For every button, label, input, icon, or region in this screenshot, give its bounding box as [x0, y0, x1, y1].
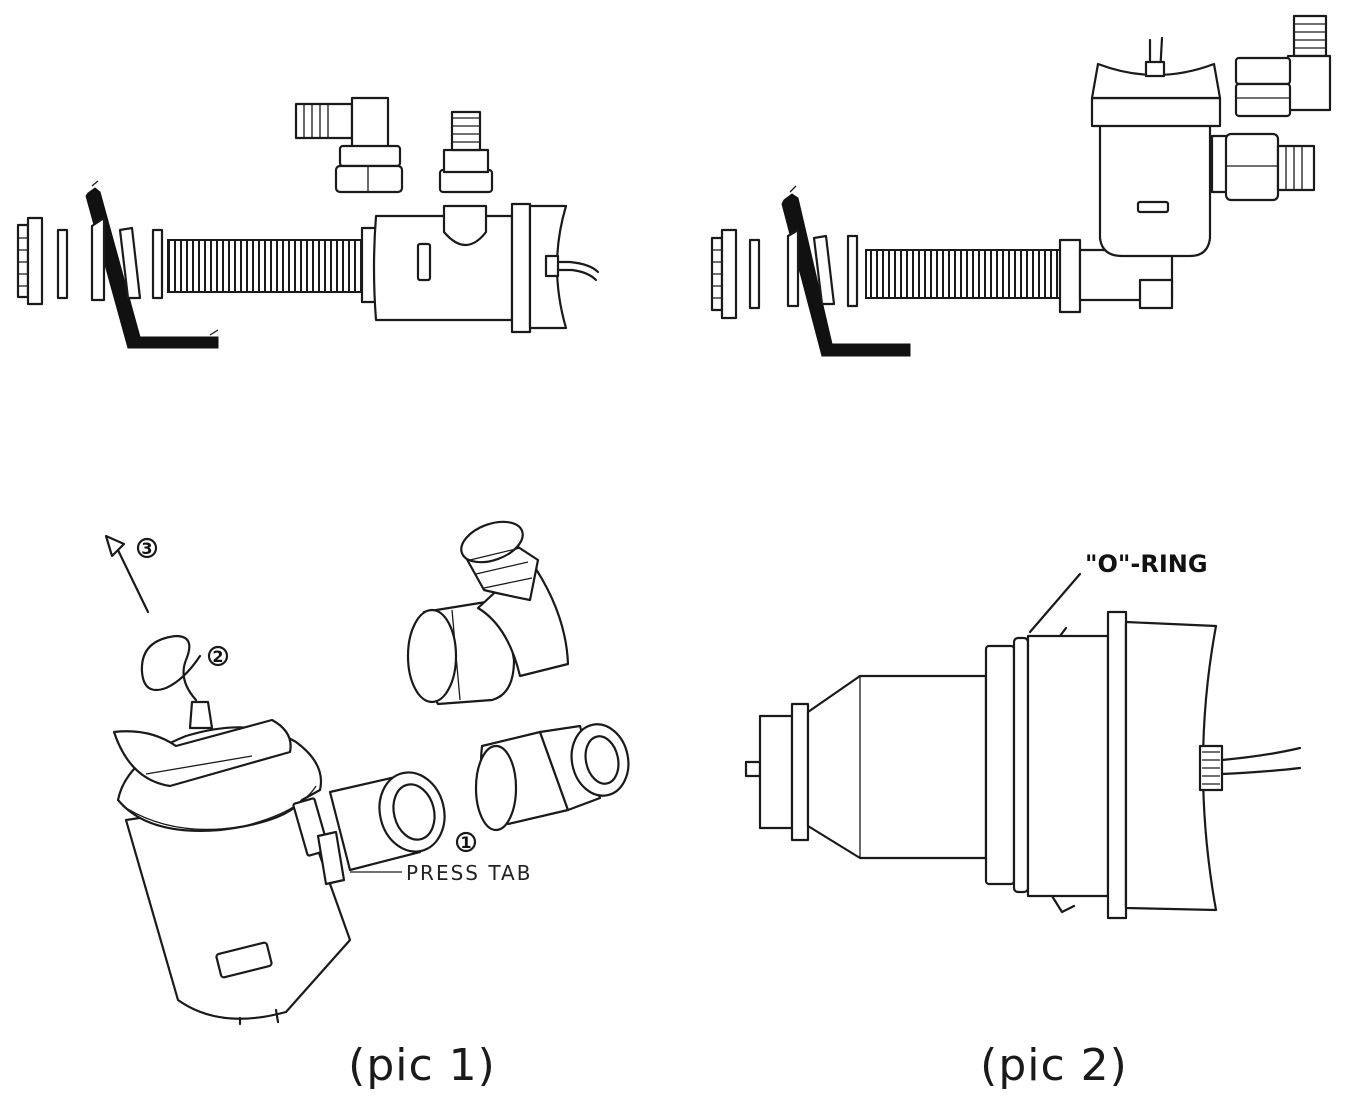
hull-wall	[85, 180, 219, 349]
press-tab	[292, 797, 346, 886]
caption-pic1: (pic 1)	[348, 1040, 496, 1091]
straight-fitting	[474, 723, 630, 832]
press-tab-label: PRESS TAB	[406, 861, 532, 885]
corrugated-hose	[167, 239, 369, 293]
outlet-thread	[328, 771, 446, 872]
o-ring-band	[1012, 636, 1030, 894]
step2-cable: 2	[140, 634, 229, 702]
o-ring-leader-line	[1028, 572, 1082, 634]
assembly-horizontal-pump	[16, 96, 600, 349]
pic1-disassembly-diagram: 3 2 1 PRES	[104, 520, 630, 1026]
pic2-oring-diagram: "O"-RING	[744, 550, 1302, 920]
corrugated-hose	[865, 249, 1063, 299]
caption-pic2: (pic 2)	[980, 1040, 1128, 1091]
step3-arrow: 3	[104, 534, 158, 614]
elbow-fitting	[406, 520, 570, 706]
elbow-fitting	[294, 96, 404, 194]
pump-body	[360, 202, 600, 334]
step3-number: 3	[141, 539, 152, 558]
side-outlet	[1210, 132, 1316, 202]
pump-housing	[112, 700, 352, 1026]
step2-number: 2	[212, 647, 223, 666]
pump-side-view	[744, 610, 1302, 920]
thru-hull-fitting	[16, 216, 69, 306]
elbow-fitting	[1234, 14, 1332, 118]
step1-marker: 1	[350, 831, 477, 873]
wedge-spacers	[90, 216, 164, 302]
wedge-spacers	[786, 228, 859, 308]
thru-hull-fitting	[710, 228, 761, 320]
o-ring-label: "O"-RING	[1085, 550, 1208, 578]
step1-number: 1	[460, 833, 471, 852]
pump-body	[1058, 36, 1222, 314]
outlet-spout	[438, 110, 494, 247]
assembly-vertical-pump	[710, 14, 1332, 357]
